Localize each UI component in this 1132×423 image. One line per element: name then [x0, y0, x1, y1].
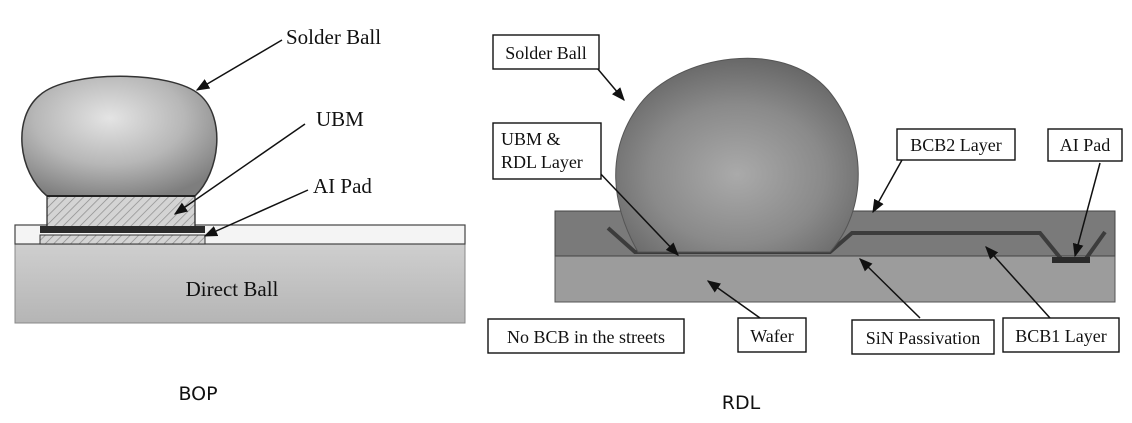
svg-text:BCB1 Layer: BCB1 Layer: [1015, 326, 1107, 346]
rdl-label-ubm-rdl: UBM & RDL Layer: [492, 122, 602, 180]
rdl-arrow-ubm-rdl: [596, 169, 679, 256]
bop-ubm-base: [40, 226, 205, 233]
bop-diagram: Solder Ball UBM AI Pad Direct Ball BOP: [14, 25, 466, 405]
bop-substrate: [14, 242, 466, 324]
bop-label-solder-ball: Solder Ball: [286, 25, 381, 49]
svg-text:Wafer: Wafer: [750, 326, 794, 346]
svg-text:Solder Ball: Solder Ball: [505, 43, 587, 63]
svg-text:No BCB in the streets: No BCB in the streets: [507, 327, 665, 347]
bop-ubm: [46, 195, 196, 228]
watermark: 知乎 @xianyunyehe: [871, 362, 1105, 390]
rdl-arrow-sin: [859, 258, 921, 319]
rdl-al-pad: [1052, 257, 1090, 263]
rdl-label-al-pad: AI Pad: [1047, 128, 1123, 162]
rdl-wafer: [554, 254, 1116, 303]
rdl-label-bcb2: BCB2 Layer: [896, 128, 1016, 161]
bop-label-ubm: UBM: [316, 107, 364, 131]
bop-caption: BOP: [178, 383, 217, 405]
bop-label-al-pad: AI Pad: [313, 174, 372, 198]
bop-al-pad: [39, 234, 206, 245]
rdl-arrow-bcb1: [985, 245, 1051, 319]
rdl-caption: RDL: [722, 392, 761, 414]
rdl-solder-ball: [615, 57, 859, 253]
svg-text:BCB2 Layer: BCB2 Layer: [910, 135, 1002, 155]
bop-arrow-solder-ball: [195, 39, 283, 91]
rdl-arrow-bcb2: [872, 159, 903, 214]
bop-arrow-ubm: [173, 123, 306, 215]
rdl-label-bcb1: BCB1 Layer: [1002, 317, 1120, 353]
rdl-arrow-wafer: [706, 280, 761, 319]
svg-text:SiN Passivation: SiN Passivation: [866, 328, 981, 348]
bop-arrow-al-pad: [203, 189, 309, 237]
rdl-arrow-al-pad: [1072, 162, 1101, 258]
svg-text:RDL Layer: RDL Layer: [501, 152, 583, 172]
rdl-label-sin: SiN Passivation: [851, 319, 995, 355]
bop-solder-ball: [21, 75, 218, 197]
rdl-diagram: Solder Ball UBM & RDL Layer BCB2 Layer A…: [487, 34, 1123, 414]
svg-text:AI Pad: AI Pad: [1060, 135, 1111, 155]
svg-text:UBM &: UBM &: [501, 129, 561, 149]
rdl-label-wafer: Wafer: [737, 317, 807, 353]
rdl-label-solder-ball: Solder Ball: [492, 34, 600, 70]
bop-label-substrate: Direct Ball: [186, 277, 279, 301]
rdl-arrow-solder-ball: [596, 67, 625, 102]
rdl-label-no-bcb: No BCB in the streets: [487, 318, 685, 354]
